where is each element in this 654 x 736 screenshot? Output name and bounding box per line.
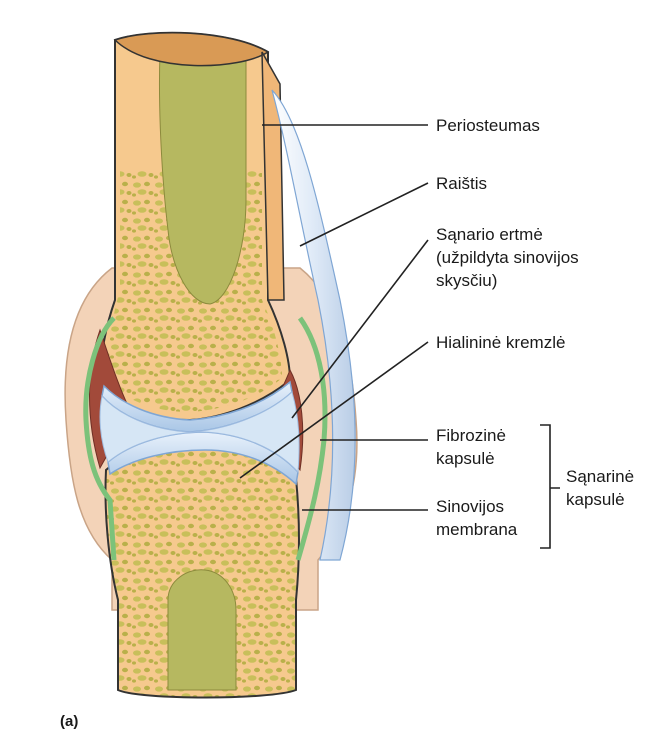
- label-articular-capsule-1: Sąnarinė: [566, 467, 634, 486]
- label-fibrous-capsule-1: Fibrozinė: [436, 426, 506, 445]
- label-joint-cavity-3: skysčiu): [436, 271, 497, 290]
- label-fibrous-capsule-2: kapsulė: [436, 449, 495, 468]
- label-hyaline-cartilage: Hialininė kremzlė: [436, 333, 565, 352]
- label-joint-cavity-1: Sąnario ertmė: [436, 225, 543, 244]
- label-synovial-membrane-1: Sinovijos: [436, 497, 504, 516]
- label-joint-cavity-2: (užpildyta sinovijos: [436, 248, 579, 267]
- panel-label: (a): [60, 713, 78, 730]
- label-ligament: Raištis: [436, 174, 487, 193]
- label-articular-capsule-2: kapsulė: [566, 490, 625, 509]
- label-synovial-membrane-2: membrana: [436, 520, 518, 539]
- articular-capsule-bracket: [540, 425, 560, 548]
- lower-medullary-cavity: [168, 570, 236, 690]
- label-periosteum: Periosteumas: [436, 116, 540, 135]
